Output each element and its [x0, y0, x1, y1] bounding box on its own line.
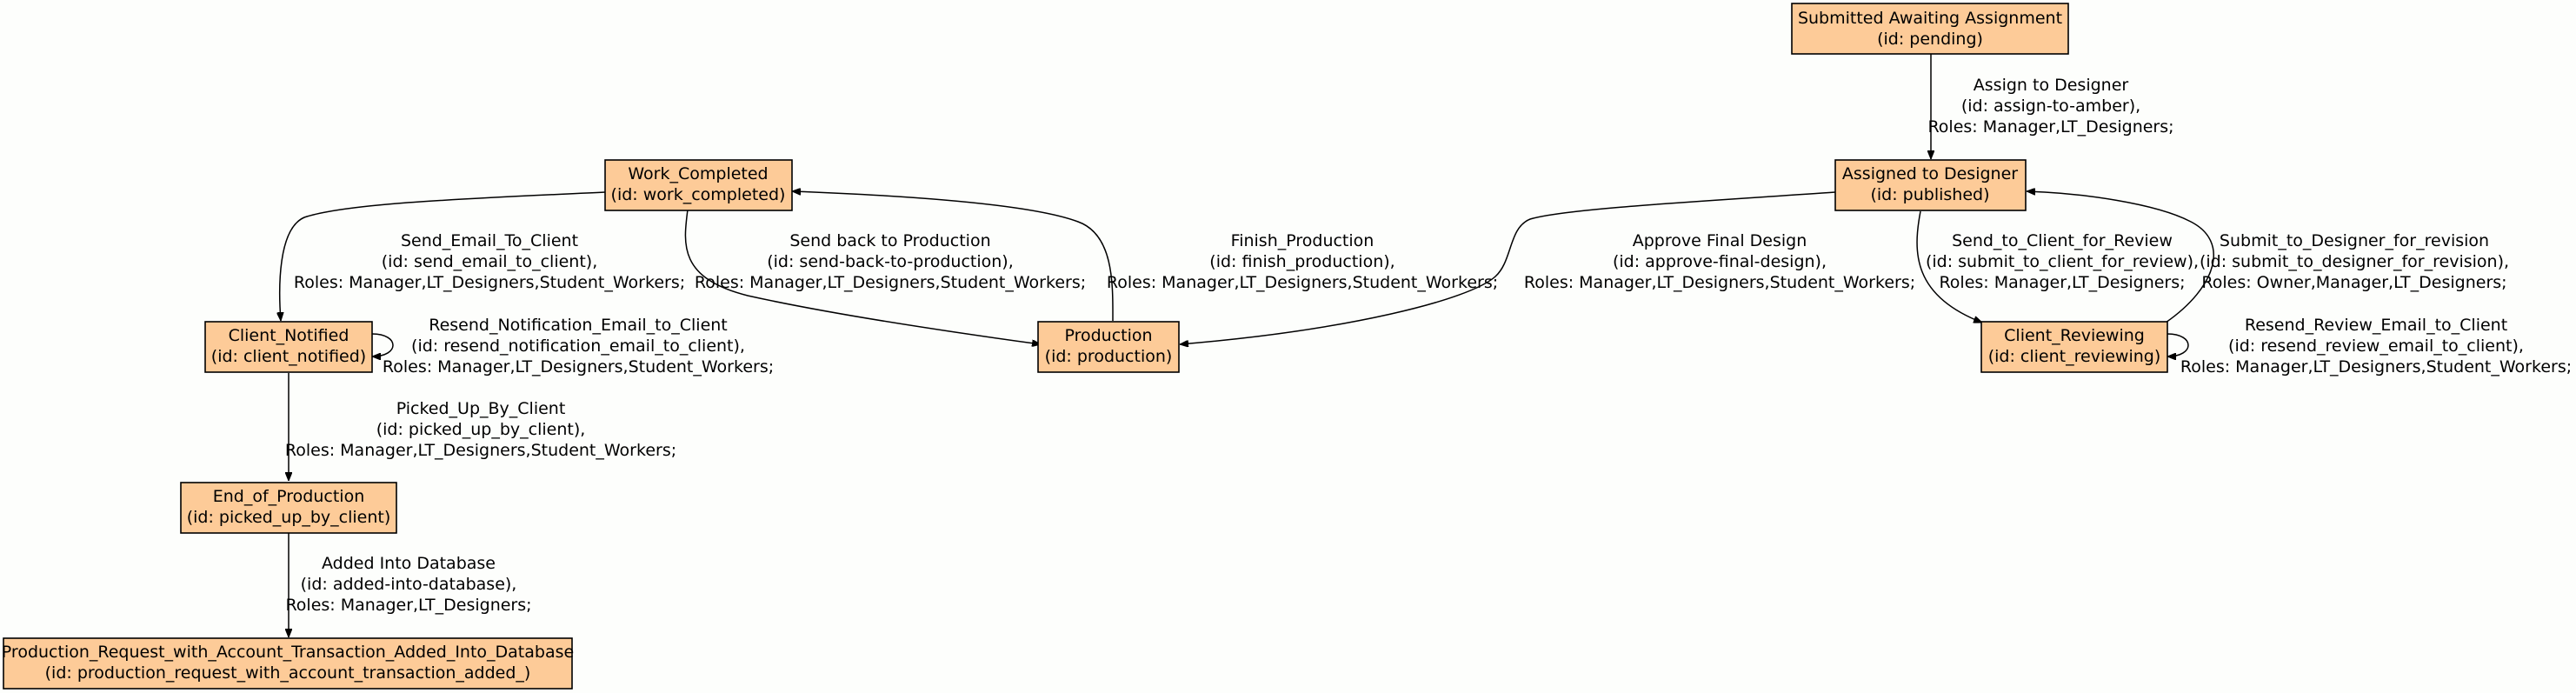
- svg-text:Roles: Manager,LT_Designers,St: Roles: Manager,LT_Designers,Student_Work…: [383, 357, 774, 376]
- svg-text:(id: production_request_with_a: (id: production_request_with_account_tra…: [45, 663, 531, 683]
- edge-label-submit-to-designer-for-revision: Submit_to_Designer_for_revision (id: sub…: [2200, 231, 2509, 292]
- svg-text:Roles: Manager,LT_Designers,St: Roles: Manager,LT_Designers,Student_Work…: [2180, 357, 2572, 376]
- svg-text:(id: resend_review_email_to_cl: (id: resend_review_email_to_client),: [2228, 337, 2524, 356]
- svg-text:Finish_Production: Finish_Production: [1231, 231, 1375, 250]
- node-pending: Submitted Awaiting Assignment (id: pendi…: [1791, 3, 2069, 55]
- svg-text:(id: client_reviewing): (id: client_reviewing): [1988, 347, 2161, 366]
- svg-text:Assigned to Designer: Assigned to Designer: [1842, 164, 2018, 183]
- svg-text:Roles: Manager,LT_Designers;: Roles: Manager,LT_Designers;: [1927, 117, 2173, 137]
- svg-text:Client_Reviewing: Client_Reviewing: [2004, 326, 2145, 345]
- edge-label-resend-review-email: Resend_Review_Email_to_Client (id: resen…: [2180, 316, 2572, 376]
- edge-label-assign-to-designer: Assign to Designer (id: assign-to-amber)…: [1927, 76, 2173, 137]
- svg-text:Approve Final Design: Approve Final Design: [1633, 231, 1807, 250]
- edge-label-added-into-database: Added Into Database (id: added-into-data…: [285, 554, 531, 615]
- svg-text:(id: approve-final-design),: (id: approve-final-design),: [1613, 252, 1827, 271]
- node-client-reviewing: Client_Reviewing (id: client_reviewing): [1980, 321, 2168, 373]
- svg-text:Production_Request_with_Accoun: Production_Request_with_Account_Transact…: [2, 643, 574, 662]
- svg-text:Picked_Up_By_Client: Picked_Up_By_Client: [396, 399, 566, 418]
- svg-text:(id: assign-to-amber),: (id: assign-to-amber),: [1961, 97, 2140, 116]
- svg-text:(id: submit_to_client_for_revi: (id: submit_to_client_for_review),: [1926, 252, 2199, 271]
- edge-label-finish-production: Finish_Production (id: finish_production…: [1107, 231, 1498, 292]
- edge-label-send-to-client-for-review: Send_to_Client_for_Review (id: submit_to…: [1926, 231, 2199, 292]
- svg-text:Assign to Designer: Assign to Designer: [1974, 76, 2129, 95]
- node-published: Assigned to Designer (id: published): [1834, 159, 2027, 211]
- svg-text:(id: picked_up_by_client): (id: picked_up_by_client): [187, 508, 391, 527]
- node-final-transaction-added: Production_Request_with_Account_Transact…: [2, 637, 574, 690]
- svg-text:(id: production): (id: production): [1045, 347, 1173, 366]
- edge-finish-production: [792, 191, 1114, 322]
- svg-text:Submitted Awaiting Assignment: Submitted Awaiting Assignment: [1798, 9, 2062, 28]
- edge-resend-notification-email: [372, 333, 394, 356]
- svg-text:Send_Email_To_Client: Send_Email_To_Client: [401, 231, 578, 250]
- edge-label-send-email-to-client: Send_Email_To_Client (id: send_email_to_…: [294, 231, 685, 292]
- svg-text:Roles: Manager,LT_Designers;: Roles: Manager,LT_Designers;: [1939, 273, 2185, 292]
- node-production: Production (id: production): [1037, 321, 1180, 373]
- node-picked-up-by-client: End_of_Production (id: picked_up_by_clie…: [180, 482, 397, 534]
- node-client-notified: Client_Notified (id: client_notified): [204, 321, 373, 373]
- edge-label-send-back-to-production: Send back to Production (id: send-back-t…: [695, 231, 1086, 292]
- svg-text:Roles: Manager,LT_Designers,St: Roles: Manager,LT_Designers,Student_Work…: [285, 441, 676, 460]
- svg-text:Resend_Review_Email_to_Client: Resend_Review_Email_to_Client: [2245, 316, 2507, 335]
- svg-text:Resend_Notification_Email_to_C: Resend_Notification_Email_to_Client: [429, 316, 728, 335]
- svg-text:Production: Production: [1064, 326, 1152, 345]
- svg-text:(id: submit_to_designer_for_re: (id: submit_to_designer_for_revision),: [2200, 252, 2509, 271]
- edge-label-approve-final-design: Approve Final Design (id: approve-final-…: [1524, 231, 1915, 292]
- edge-send-to-client-for-review: [1916, 210, 1982, 323]
- svg-text:Work_Completed: Work_Completed: [628, 164, 768, 183]
- svg-text:Roles: Manager,LT_Designers,St: Roles: Manager,LT_Designers,Student_Work…: [294, 273, 685, 292]
- svg-text:(id: added-into-database),: (id: added-into-database),: [301, 575, 517, 594]
- svg-text:Roles: Manager,LT_Designers,St: Roles: Manager,LT_Designers,Student_Work…: [1524, 273, 1915, 292]
- node-work-completed: Work_Completed (id: work_completed): [604, 159, 793, 211]
- svg-text:Send_to_Client_for_Review: Send_to_Client_for_Review: [1952, 231, 2173, 250]
- edge-label-resend-notification-email: Resend_Notification_Email_to_Client (id:…: [383, 316, 774, 376]
- svg-text:Roles: Manager,LT_Designers;: Roles: Manager,LT_Designers;: [285, 596, 531, 615]
- svg-text:Added Into Database: Added Into Database: [322, 554, 496, 573]
- svg-text:(id: send-back-to-production),: (id: send-back-to-production),: [767, 252, 1014, 271]
- edge-send-email-to-client: [280, 191, 606, 321]
- svg-text:(id: resend_notification_email: (id: resend_notification_email_to_client…: [411, 337, 745, 356]
- edge-resend-review-email: [2167, 333, 2189, 356]
- svg-text:(id: send_email_to_client),: (id: send_email_to_client),: [382, 252, 598, 271]
- edge-approve-final-design: [1180, 191, 1836, 344]
- edge-submit-to-designer-for-revision: [2027, 191, 2214, 323]
- svg-text:(id: client_notified): (id: client_notified): [211, 347, 366, 366]
- svg-text:(id: work_completed): (id: work_completed): [611, 185, 786, 204]
- svg-text:End_of_Production: End_of_Production: [213, 487, 365, 506]
- svg-text:(id: finish_production),: (id: finish_production),: [1209, 252, 1395, 271]
- svg-text:Send back to Production: Send back to Production: [789, 231, 990, 250]
- svg-text:Client_Notified: Client_Notified: [229, 326, 349, 345]
- svg-text:Submit_to_Designer_for_revisio: Submit_to_Designer_for_revision: [2220, 231, 2489, 250]
- edge-label-picked-up-by-client: Picked_Up_By_Client (id: picked_up_by_cl…: [285, 399, 676, 460]
- svg-text:(id: published): (id: published): [1870, 185, 1989, 204]
- svg-text:(id: pending): (id: pending): [1877, 30, 1983, 49]
- svg-text:Roles: Manager,LT_Designers,St: Roles: Manager,LT_Designers,Student_Work…: [1107, 273, 1498, 292]
- svg-text:Roles: Manager,LT_Designers,St: Roles: Manager,LT_Designers,Student_Work…: [695, 273, 1086, 292]
- svg-text:(id: picked_up_by_client),: (id: picked_up_by_client),: [376, 420, 586, 439]
- svg-text:Roles: Owner,Manager,LT_Design: Roles: Owner,Manager,LT_Designers;: [2201, 273, 2506, 292]
- edge-send-back-to-production: [684, 209, 1041, 344]
